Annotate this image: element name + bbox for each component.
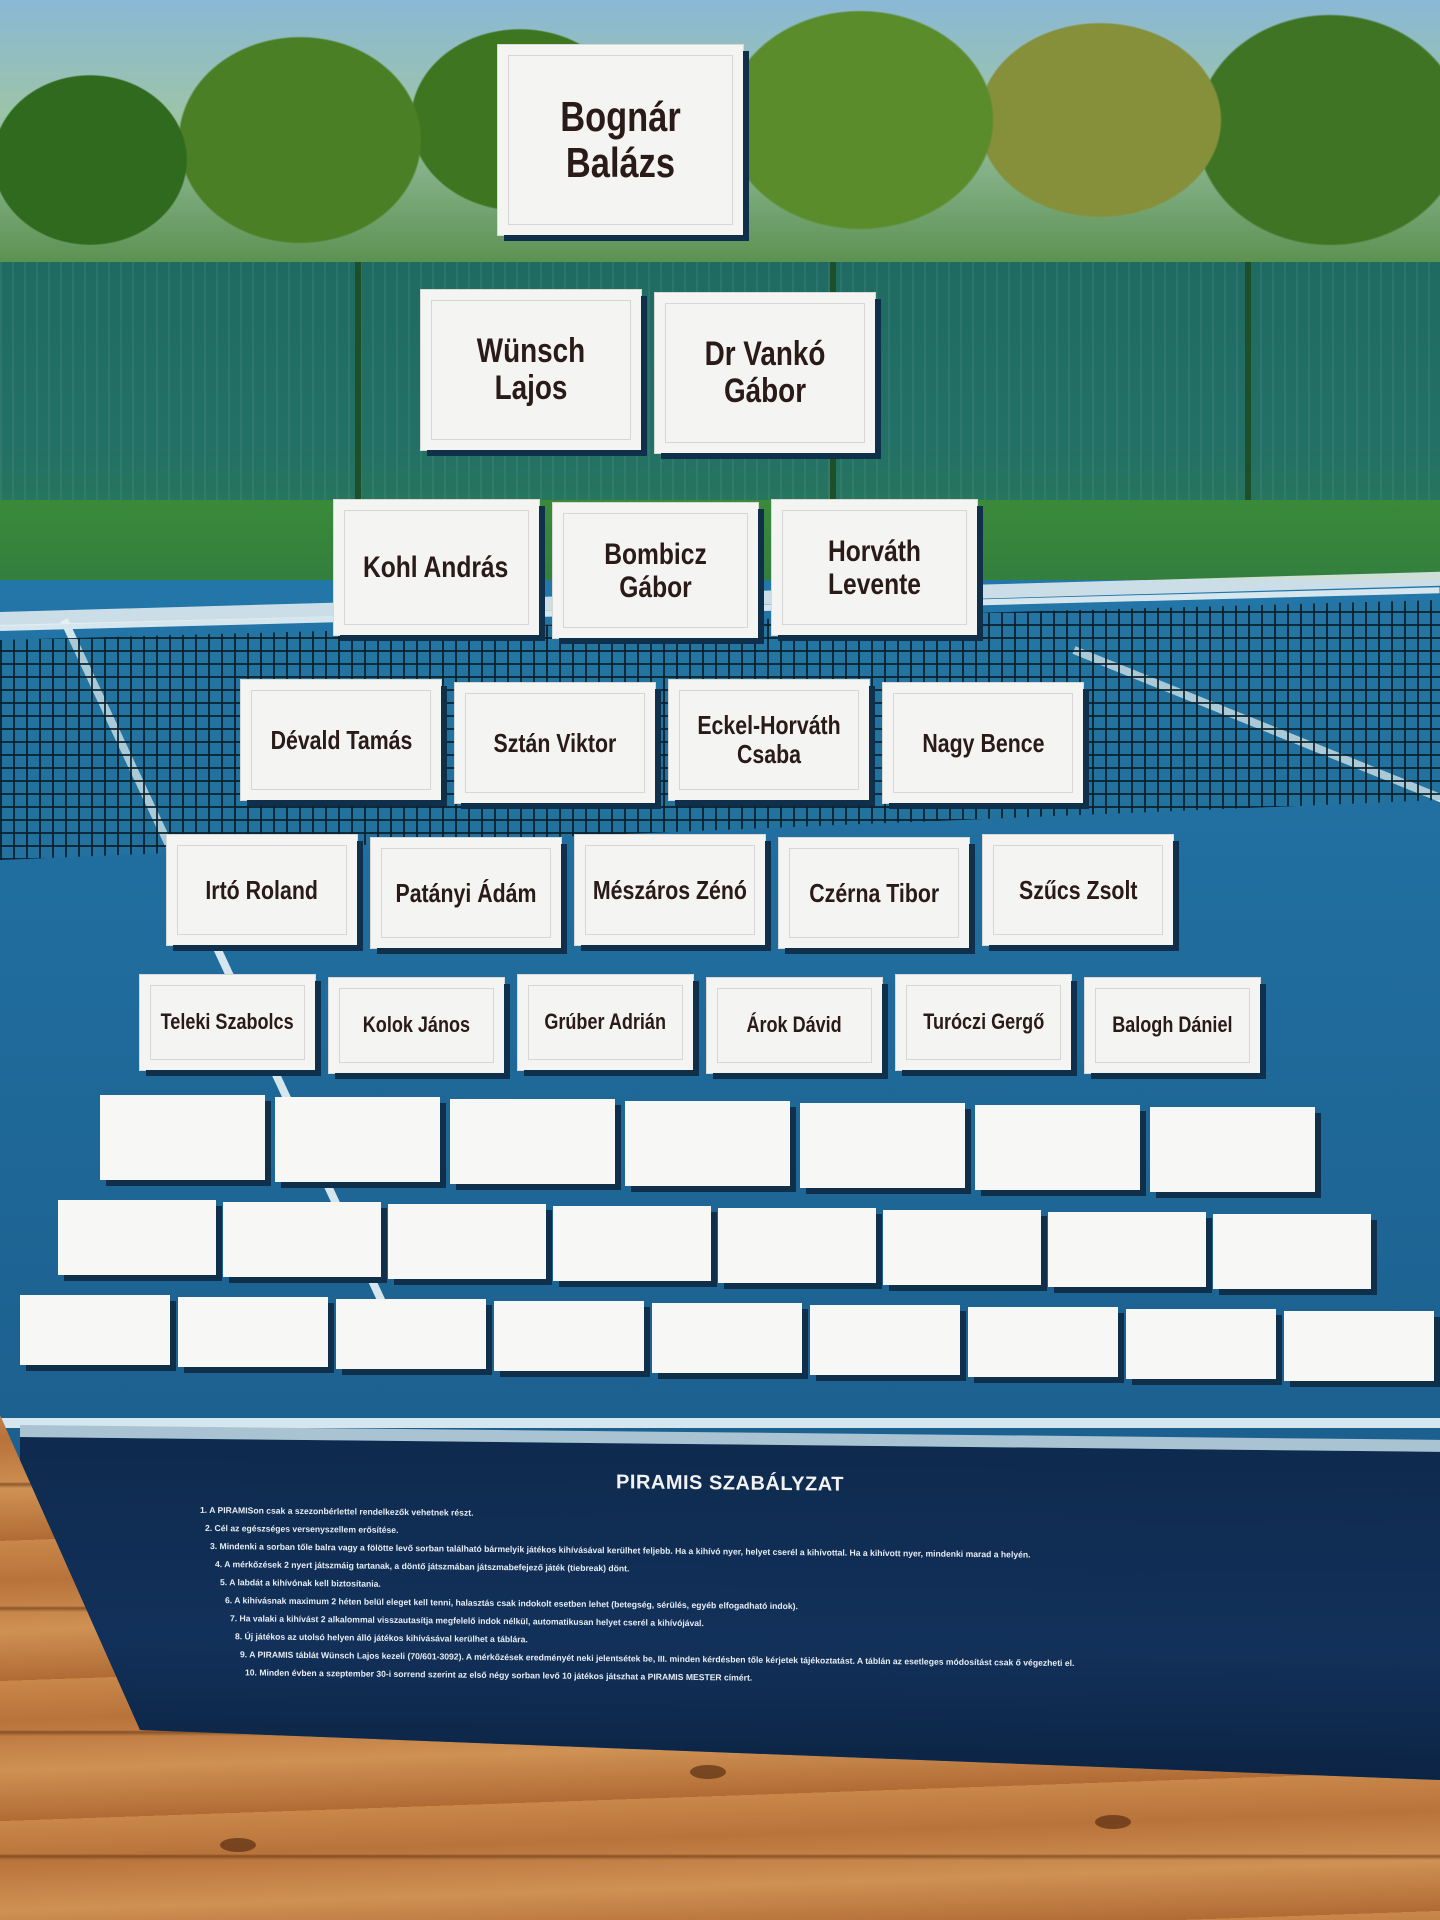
player-name: Czérna Tibor — [809, 877, 939, 908]
rules-panel: PIRAMIS SZABÁLYZAT 1. A PIRAMISon csak a… — [20, 1425, 1440, 1780]
player-name: Teleki Szabolcs — [160, 1009, 295, 1035]
empty-card-slot — [336, 1299, 486, 1369]
player-name: Balogh Dániel — [1112, 1012, 1233, 1038]
empty-card-slot — [494, 1301, 644, 1371]
player-name: Mészáros Zénó — [592, 874, 748, 905]
player-name: Grúber Adrián — [544, 1009, 667, 1035]
empty-card-slot — [800, 1103, 965, 1188]
player-card: Mészáros Zénó — [575, 835, 765, 945]
empty-card-slot — [652, 1303, 802, 1373]
player-name: Irtó Roland — [205, 874, 319, 905]
player-name: Dévald Tamás — [270, 724, 412, 755]
player-card: Nagy Bence — [883, 683, 1083, 803]
empty-card-slot — [275, 1097, 440, 1182]
player-name: Kohl András — [363, 551, 509, 584]
player-name: Eckel-Horváth Csaba — [697, 710, 841, 769]
court-line — [0, 1418, 1440, 1428]
player-card: Eckel-Horváth Csaba — [669, 680, 869, 800]
player-name: Dr Vankó Gábor — [704, 334, 826, 410]
empty-card-slot — [553, 1206, 711, 1281]
empty-card-slot — [718, 1208, 876, 1283]
empty-card-slot — [223, 1202, 381, 1277]
empty-card-slot — [1284, 1311, 1434, 1381]
player-card: Grúber Adrián — [518, 975, 693, 1070]
empty-card-slot — [810, 1305, 960, 1375]
wood-knot — [220, 1838, 256, 1852]
rules-list: 1. A PIRAMISon csak a szezonbérlettel re… — [200, 1501, 1280, 1692]
player-name: Patányi Ádám — [395, 877, 537, 908]
player-card: Bognár Balázs — [497, 45, 743, 235]
player-name: Wünsch Lajos — [476, 331, 586, 407]
empty-card-slot — [625, 1101, 790, 1186]
player-name: Turóczi Gergő — [923, 1009, 1044, 1035]
player-name: Kolok János — [362, 1012, 471, 1038]
player-card: Balogh Dániel — [1085, 978, 1260, 1073]
empty-card-slot — [1213, 1214, 1371, 1289]
player-card: Árok Dávid — [707, 978, 882, 1073]
wood-knot — [1095, 1815, 1131, 1829]
player-card: Turóczi Gergő — [896, 975, 1071, 1070]
player-card: Dévald Tamás — [241, 680, 441, 800]
player-card: Kolok János — [329, 978, 504, 1073]
player-card: Sztán Viktor — [455, 683, 655, 803]
player-card: Patányi Ádám — [371, 838, 561, 948]
player-name: Árok Dávid — [746, 1012, 843, 1038]
empty-card-slot — [100, 1095, 265, 1180]
player-card: Kohl András — [333, 500, 539, 635]
empty-card-slot — [388, 1204, 546, 1279]
player-name: Horváth Levente — [827, 534, 921, 601]
empty-card-slot — [20, 1295, 170, 1365]
empty-card-slot — [1048, 1212, 1206, 1287]
empty-card-slot — [1126, 1309, 1276, 1379]
player-card: Czérna Tibor — [779, 838, 969, 948]
empty-card-slot — [968, 1307, 1118, 1377]
rules-title: PIRAMIS SZABÁLYZAT — [616, 1471, 844, 1496]
player-card: Wünsch Lajos — [421, 290, 641, 450]
tennis-net — [0, 600, 1440, 860]
player-card: Teleki Szabolcs — [140, 975, 315, 1070]
player-name: Bognár Balázs — [559, 92, 681, 186]
empty-card-slot — [178, 1297, 328, 1367]
empty-card-slot — [883, 1210, 1041, 1285]
player-card: Szűcs Zsolt — [983, 835, 1173, 945]
player-name: Nagy Bence — [921, 727, 1045, 758]
player-card: Horváth Levente — [771, 500, 977, 635]
wood-knot — [690, 1765, 726, 1779]
empty-card-slot — [1150, 1107, 1315, 1192]
player-name: Sztán Viktor — [493, 727, 617, 758]
player-name: Bombicz Gábor — [603, 537, 707, 604]
empty-card-slot — [975, 1105, 1140, 1190]
empty-card-slot — [58, 1200, 216, 1275]
player-card: Irtó Roland — [167, 835, 357, 945]
player-card: Bombicz Gábor — [552, 503, 758, 638]
empty-card-slot — [450, 1099, 615, 1184]
player-name: Szűcs Zsolt — [1018, 874, 1138, 905]
player-card: Dr Vankó Gábor — [655, 293, 875, 453]
